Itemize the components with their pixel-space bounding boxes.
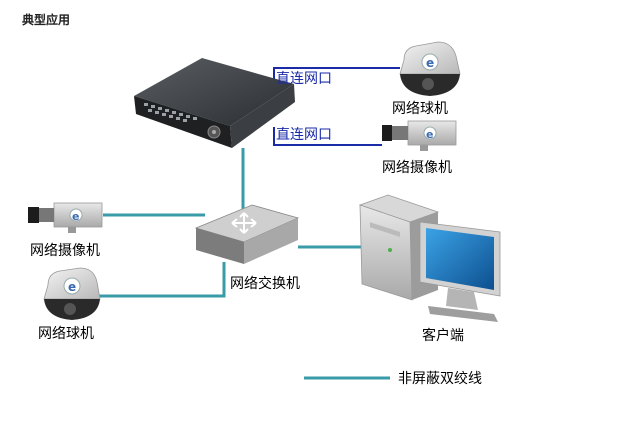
page-title: 典型应用	[22, 12, 70, 27]
svg-text:e: e	[68, 280, 76, 294]
dome-camera-left-label: 网络球机	[38, 326, 94, 342]
nvr-icon	[134, 58, 295, 148]
dome-camera-icon: e	[43, 267, 101, 320]
network-switch-icon	[194, 204, 300, 264]
monitor-icon	[419, 221, 501, 322]
dome-camera-right-label: 网络球机	[392, 101, 448, 117]
direct-port-label-top: 直连网口	[276, 70, 332, 87]
legend-label: 非屏蔽双绞线	[398, 370, 482, 387]
direct-link-bottom	[273, 127, 382, 146]
box-camera-right-label: 网络摄像机	[382, 160, 452, 176]
svg-text:e: e	[426, 128, 433, 141]
direct-port-label-bottom: 直连网口	[276, 126, 332, 143]
cable-dome-left	[97, 262, 226, 298]
box-camera-icon: e	[382, 120, 457, 151]
switch-label: 网络交换机	[230, 275, 300, 292]
client-label: 客户端	[422, 327, 464, 344]
box-camera-icon: e	[28, 202, 103, 233]
dome-camera-icon: e	[399, 41, 461, 96]
box-camera-left-label: 网络摄像机	[30, 243, 100, 259]
svg-text:e: e	[426, 56, 434, 70]
cables	[97, 148, 390, 380]
svg-text:e: e	[72, 210, 79, 223]
